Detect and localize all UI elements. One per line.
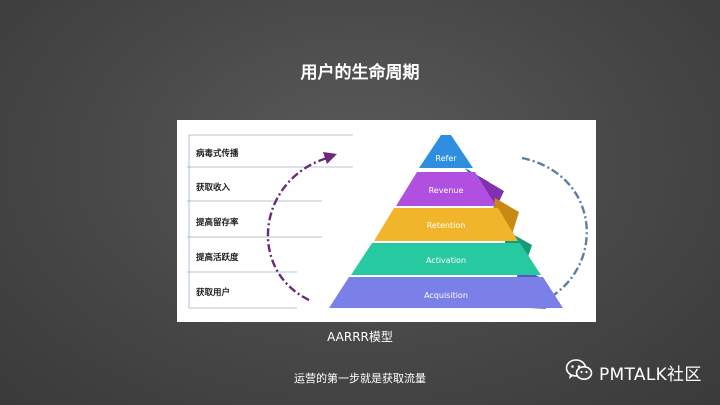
slide-note: 运营的第一步就是获取流量 xyxy=(294,372,426,385)
stage-label-acquisition: 获取用户 xyxy=(196,288,231,298)
refer-side xyxy=(465,168,489,182)
watermark-text: PMTALK社区 xyxy=(599,364,702,385)
pyramid-label-revenue: Revenue xyxy=(429,186,464,195)
right-cycle-arrow xyxy=(521,156,588,304)
aarrr-figure: Refer Revenue Retention Activation Acqui… xyxy=(177,120,596,322)
pyramid-label-acquisition: Acquisition xyxy=(424,291,468,300)
stage-label-activation: 提高活跃度 xyxy=(196,253,239,263)
figure-caption: AARRR模型 xyxy=(327,330,393,344)
stage-label-revenue: 获取收入 xyxy=(196,183,231,193)
pyramid-layer-retention xyxy=(374,208,518,241)
aarrr-diagram: Refer Revenue Retention Activation Acqui… xyxy=(187,134,588,309)
watermark: PMTALK社区 xyxy=(565,357,702,387)
stage-label-viral: 病毒式传播 xyxy=(196,149,239,159)
pyramid-layer-activation xyxy=(351,243,541,275)
wechat-icon xyxy=(565,358,593,386)
pyramid-layer-refer xyxy=(419,135,473,168)
pyramid xyxy=(329,135,563,308)
left-arrow-head xyxy=(323,152,337,164)
pyramid-layer-acquisition xyxy=(329,277,563,308)
slide-title: 用户的生命周期 xyxy=(300,63,420,83)
pyramid-label-activation: Activation xyxy=(426,256,466,265)
stage-guides xyxy=(187,134,353,309)
pyramid-label-retention: Retention xyxy=(427,221,466,230)
pyramid-layer-revenue xyxy=(396,172,496,206)
pyramid-label-refer: Refer xyxy=(435,154,457,163)
stage-label-retention: 提高留存率 xyxy=(196,218,239,228)
left-cycle-arrow xyxy=(266,156,328,302)
